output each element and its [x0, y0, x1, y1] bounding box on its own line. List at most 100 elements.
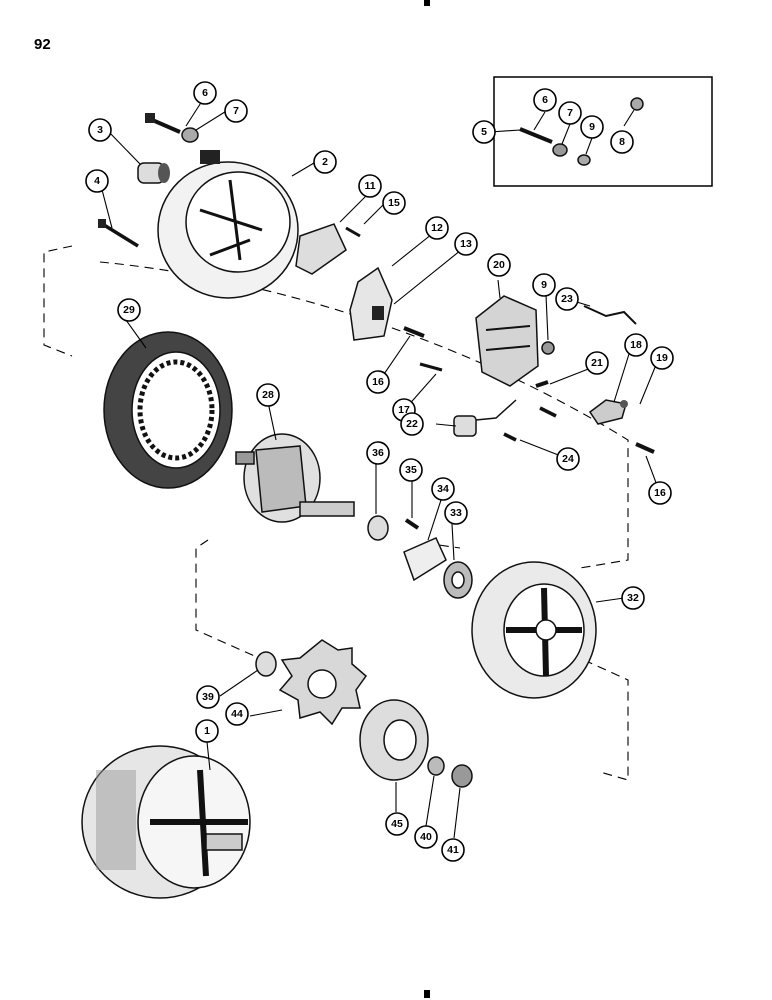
svg-text:22: 22 [406, 418, 418, 430]
brush-holder [349, 266, 393, 341]
svg-text:1: 1 [204, 725, 210, 737]
callout-6-inset: 6 [533, 88, 557, 112]
alternator-assembly [81, 745, 251, 899]
svg-text:28: 28 [262, 389, 274, 401]
callout-16: 16 [366, 370, 390, 394]
svg-text:2: 2 [322, 156, 328, 168]
rear-housing [471, 561, 597, 699]
callout-5: 5 [472, 120, 496, 144]
svg-text:41: 41 [447, 844, 459, 856]
pulley-nut [451, 764, 473, 788]
leader-lines [99, 97, 659, 839]
callout-33: 33 [444, 501, 468, 525]
callout-20: 20 [487, 253, 511, 277]
callout-3: 3 [88, 118, 112, 142]
svg-text:9: 9 [589, 121, 595, 133]
screw-24b [503, 432, 517, 442]
callout-35: 35 [399, 458, 423, 482]
callout-9: 9 [532, 273, 556, 297]
fan [278, 639, 368, 726]
callout-23: 23 [555, 287, 579, 311]
svg-text:11: 11 [364, 180, 375, 192]
callout-7: 7 [224, 99, 248, 123]
svg-text:17: 17 [398, 404, 410, 416]
svg-text:4: 4 [94, 175, 100, 187]
long-bolt [98, 219, 139, 248]
screw-21 [535, 380, 549, 388]
svg-text:33: 33 [450, 507, 462, 519]
callout-8: 8 [610, 130, 634, 154]
svg-text:36: 36 [372, 447, 384, 459]
svg-text:19: 19 [656, 352, 668, 364]
screw-17 [419, 362, 443, 372]
callout-7-inset: 7 [558, 101, 582, 125]
dashed-outline-upper [43, 245, 629, 569]
screw-16b [635, 442, 655, 454]
nut-9 [541, 341, 555, 355]
svg-text:21: 21 [591, 357, 603, 369]
callout-11: 11 [358, 174, 382, 198]
callout-45: 45 [385, 812, 409, 836]
callout-18: 18 [624, 333, 648, 357]
front-housing [157, 150, 299, 299]
registration-mark-bottom [424, 990, 430, 998]
capacitor [453, 399, 517, 437]
rotor [235, 433, 355, 523]
svg-text:18: 18 [630, 339, 642, 351]
callout-40: 40 [414, 825, 438, 849]
screw-24a [539, 406, 557, 418]
bearing-33 [443, 561, 473, 599]
bearing-36 [367, 515, 389, 541]
callout-9-inset: 9 [580, 115, 604, 139]
screw-16 [403, 326, 425, 338]
lock-washer [427, 756, 445, 776]
svg-text:13: 13 [460, 238, 472, 250]
svg-text:12: 12 [431, 222, 443, 234]
svg-text:32: 32 [627, 592, 639, 604]
callout-2: 2 [313, 150, 337, 174]
svg-text:9: 9 [541, 279, 547, 291]
through-bolt-front [145, 113, 199, 143]
callout-13: 13 [454, 232, 478, 256]
svg-text:16: 16 [654, 487, 666, 499]
svg-text:20: 20 [493, 259, 505, 271]
collar-39 [255, 651, 277, 677]
terminal-assembly [588, 399, 628, 425]
svg-text:40: 40 [420, 831, 432, 843]
pulley [359, 699, 429, 781]
svg-text:44: 44 [231, 708, 243, 720]
callout-41: 41 [441, 838, 465, 862]
callout-29: 29 [117, 298, 141, 322]
stator [103, 331, 233, 489]
svg-text:8: 8 [619, 136, 625, 148]
svg-text:39: 39 [202, 691, 214, 703]
callout-36: 36 [366, 441, 390, 465]
callout-4: 4 [85, 169, 109, 193]
callout-22: 22 [400, 412, 424, 436]
callout-34: 34 [431, 477, 455, 501]
callout-6: 6 [193, 81, 217, 105]
svg-text:5: 5 [481, 126, 487, 138]
callout-1: 1 [195, 719, 219, 743]
callout-21: 21 [585, 351, 609, 375]
svg-text:3: 3 [97, 124, 103, 136]
bracket [295, 223, 347, 275]
callout-24: 24 [556, 447, 580, 471]
svg-text:7: 7 [567, 107, 573, 119]
callout-19: 19 [650, 346, 674, 370]
callout-28: 28 [256, 383, 280, 407]
svg-text:24: 24 [562, 453, 574, 465]
page-number: 92 [34, 36, 51, 53]
rectifier-bridge [475, 295, 539, 387]
callout-44: 44 [225, 702, 249, 726]
svg-text:29: 29 [123, 304, 135, 316]
svg-text:6: 6 [542, 94, 548, 106]
svg-text:23: 23 [561, 293, 573, 305]
svg-text:16: 16 [372, 376, 384, 388]
screw-35 [404, 518, 420, 530]
registration-mark-top [424, 0, 430, 6]
callout-15: 15 [382, 191, 406, 215]
inset-bolt [519, 97, 644, 166]
screw-15 [345, 226, 361, 238]
